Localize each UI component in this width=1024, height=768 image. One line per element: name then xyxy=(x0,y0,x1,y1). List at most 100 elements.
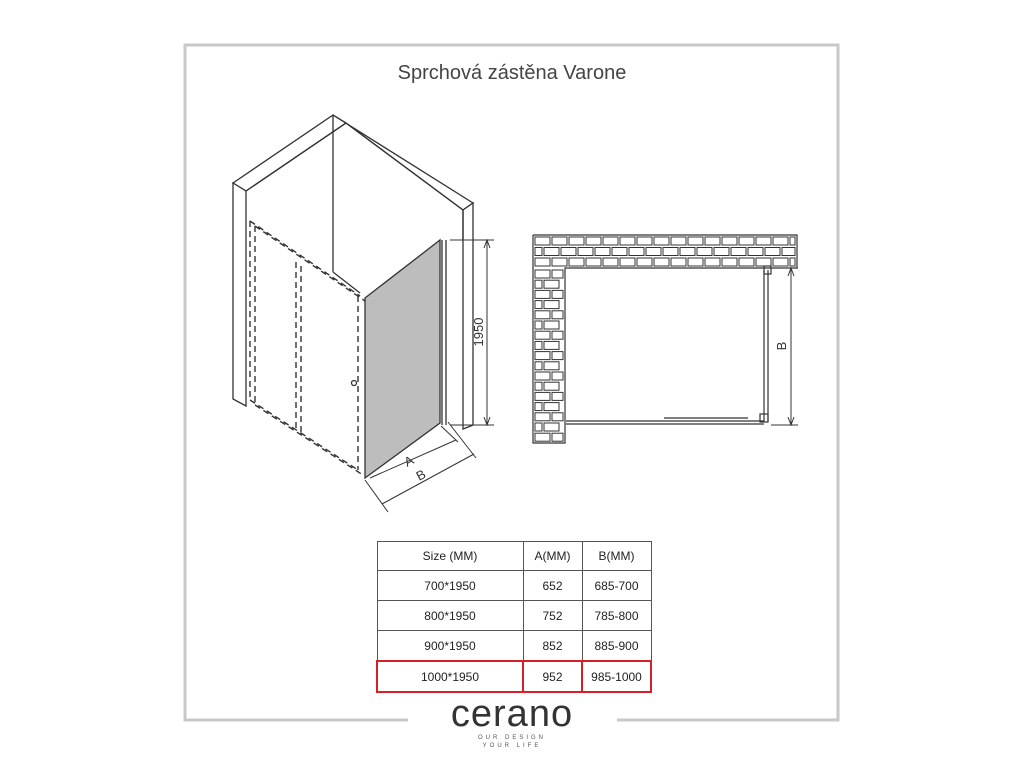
brick xyxy=(772,236,789,246)
brick xyxy=(687,257,704,267)
dim-a-label: A xyxy=(402,452,417,469)
brick xyxy=(551,330,564,340)
outer-frame xyxy=(183,43,840,722)
brick xyxy=(636,257,653,267)
brick xyxy=(653,257,670,267)
brick xyxy=(551,391,564,401)
brick xyxy=(619,236,636,246)
table-cell: 700*1950 xyxy=(376,570,524,601)
table-header: A(MM) xyxy=(522,541,583,571)
brand-name: cerano xyxy=(450,693,574,735)
brick xyxy=(551,236,568,246)
brick xyxy=(789,257,796,267)
brick xyxy=(568,236,585,246)
brick xyxy=(551,371,564,381)
table-cell: 852 xyxy=(522,630,583,662)
width-dimensions xyxy=(364,421,477,513)
brick xyxy=(543,300,560,310)
sliding-door-dashed xyxy=(249,220,366,476)
brick xyxy=(534,269,551,279)
side-glass-panel xyxy=(364,238,441,480)
brick xyxy=(551,432,564,442)
brick xyxy=(696,247,713,256)
brick xyxy=(670,257,687,267)
table-cell: 985-1000 xyxy=(581,660,652,693)
brick xyxy=(551,351,564,361)
table-cell: 800*1950 xyxy=(376,600,524,631)
table-row: 800*1950 752 785-800 xyxy=(376,600,652,631)
brick xyxy=(534,351,551,361)
table-row-highlighted: 1000*1950 952 985-1000 xyxy=(376,660,652,693)
table-cell: 952 xyxy=(522,660,583,693)
brick xyxy=(747,247,764,256)
brick xyxy=(611,247,628,256)
isometric-view xyxy=(231,114,494,513)
table-header: B(MM) xyxy=(581,541,652,571)
brick xyxy=(534,300,543,310)
brick xyxy=(602,236,619,246)
brick xyxy=(543,279,560,289)
brick xyxy=(713,247,730,256)
brick xyxy=(653,236,670,246)
brick xyxy=(738,236,755,246)
table-cell: 900*1950 xyxy=(376,630,524,662)
table-cell: 652 xyxy=(522,570,583,601)
table-cell: 752 xyxy=(522,600,583,631)
brick xyxy=(551,310,564,320)
table-cell: 885-900 xyxy=(581,630,652,662)
brick xyxy=(534,412,551,422)
brick xyxy=(755,257,772,267)
brick xyxy=(543,361,560,371)
brick xyxy=(543,402,560,412)
brick xyxy=(551,412,564,422)
brick xyxy=(662,247,679,256)
table-cell: 1000*1950 xyxy=(376,660,524,693)
table-cell: 685-700 xyxy=(581,570,652,601)
brick-wall-left xyxy=(534,269,564,442)
brick xyxy=(764,247,781,256)
brick xyxy=(534,422,543,432)
brick xyxy=(670,236,687,246)
brick xyxy=(704,257,721,267)
table-cell: 785-800 xyxy=(581,600,652,631)
brick xyxy=(543,340,560,350)
page-title: Sprchová zástěna Varone xyxy=(397,62,627,84)
brick xyxy=(721,236,738,246)
brick xyxy=(534,279,543,289)
right-wall xyxy=(462,201,474,430)
door-handle xyxy=(350,379,358,387)
plan-dim-b-label: B xyxy=(774,342,789,351)
height-dimension xyxy=(450,238,494,427)
brick xyxy=(534,340,543,350)
brick xyxy=(543,320,560,330)
brick xyxy=(543,247,560,256)
brick xyxy=(543,381,560,391)
brick xyxy=(585,236,602,246)
brick xyxy=(755,236,772,246)
brick xyxy=(534,381,543,391)
brick xyxy=(534,330,551,340)
brick xyxy=(602,257,619,267)
brick xyxy=(551,289,564,299)
plan-view xyxy=(532,234,798,444)
brick xyxy=(636,236,653,246)
table-header-row: Size (MM) A(MM) B(MM) xyxy=(376,541,652,571)
brick xyxy=(534,402,543,412)
size-table: Size (MM) A(MM) B(MM) 700*1950 652 685-7… xyxy=(376,541,652,693)
brick xyxy=(687,236,704,246)
brick xyxy=(534,236,551,246)
brick xyxy=(568,257,585,267)
brick xyxy=(543,422,560,432)
brand-logo: cerano OUR DESIGN YOUR LIFE xyxy=(0,694,1024,750)
brick xyxy=(534,320,543,330)
brick xyxy=(781,247,796,256)
left-wall xyxy=(232,181,247,408)
brick xyxy=(534,310,551,320)
brick xyxy=(551,257,568,267)
brick xyxy=(534,361,543,371)
brick xyxy=(679,247,696,256)
brick xyxy=(534,371,551,381)
brick xyxy=(551,269,564,279)
height-dim-label: 1950 xyxy=(471,318,486,347)
